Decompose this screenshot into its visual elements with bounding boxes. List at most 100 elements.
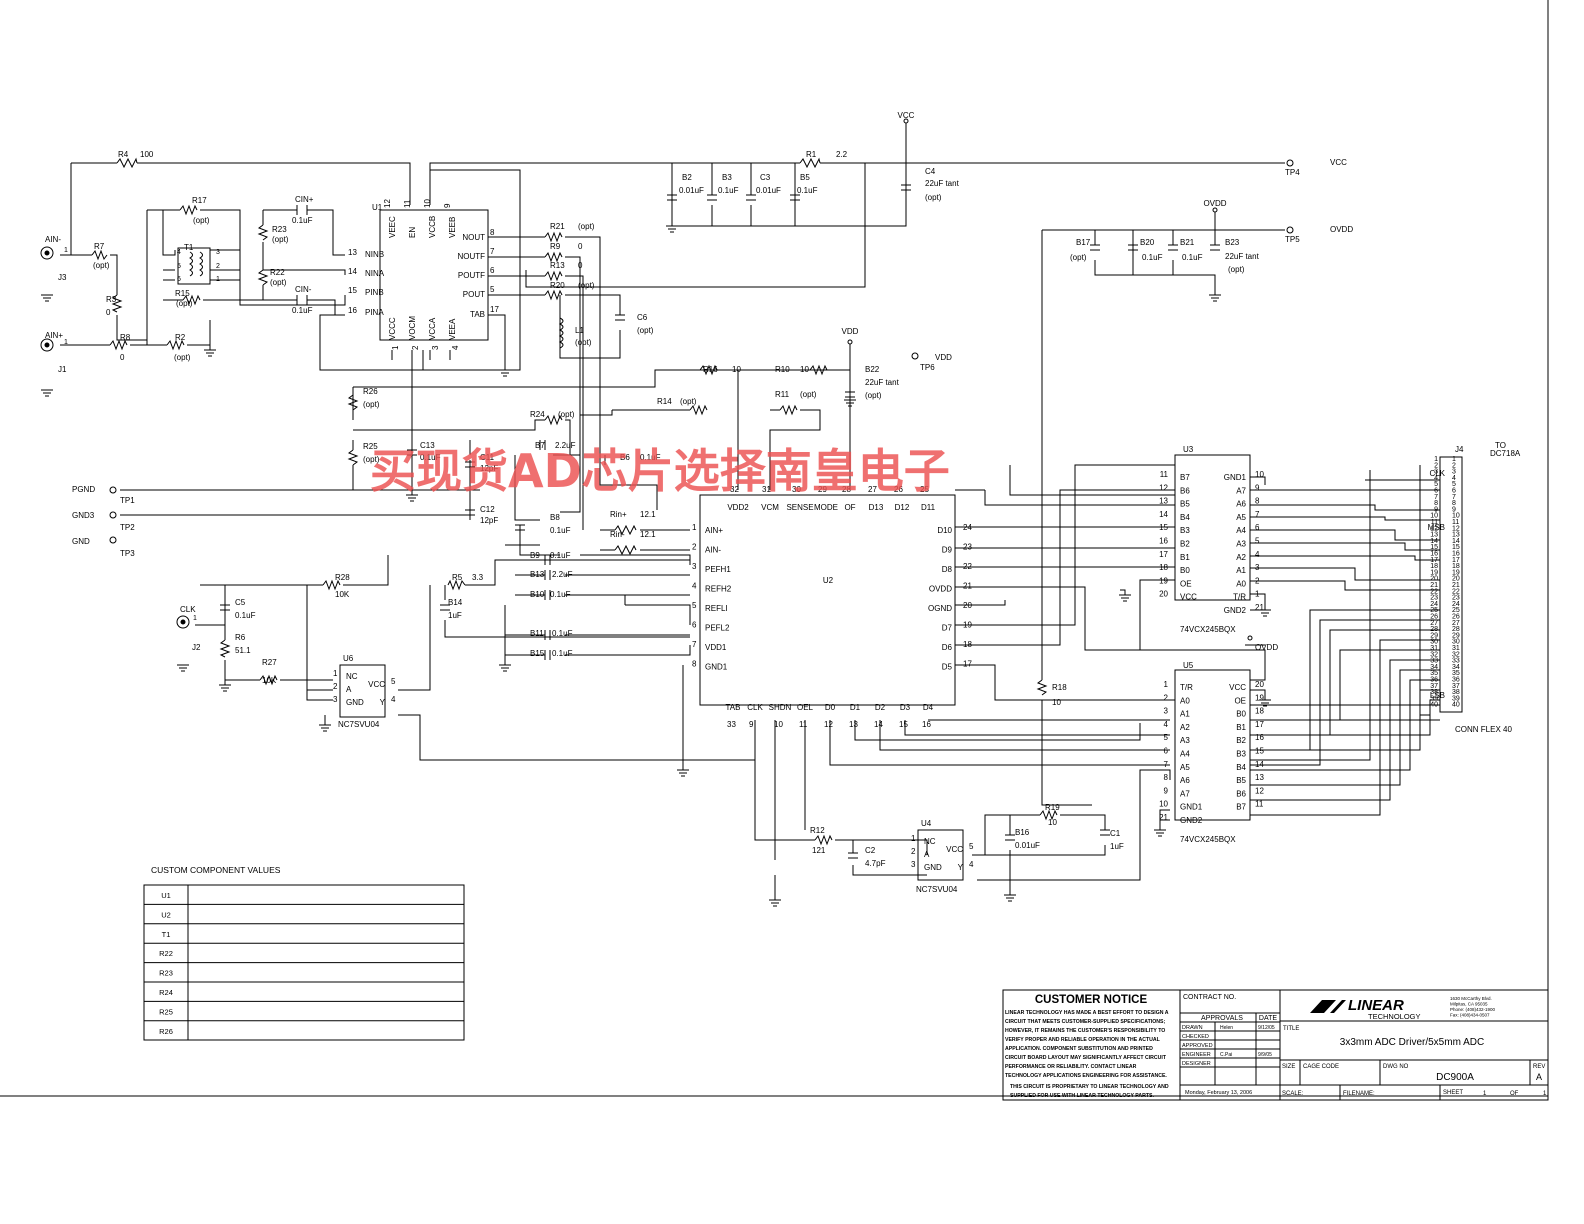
j4-pin-number: 36 bbox=[1452, 677, 1460, 684]
u5-pin-number: 4 bbox=[1164, 720, 1169, 729]
u3-pin-number: 8 bbox=[1255, 497, 1260, 506]
u2-pin-name: SHDN bbox=[769, 703, 792, 712]
component-label: B2 bbox=[682, 173, 692, 182]
u3-pin-name: A5 bbox=[1236, 513, 1246, 522]
component-label: Rin- bbox=[610, 530, 625, 539]
u5-pin-number: 1 bbox=[1164, 680, 1169, 689]
custom-table-row-label: R26 bbox=[159, 1027, 173, 1036]
component-label: 0.1uF bbox=[552, 649, 573, 658]
u5-pin-number: 15 bbox=[1255, 747, 1264, 756]
j4-pin-number: 27 bbox=[1430, 620, 1438, 627]
component-label: 0 bbox=[578, 261, 583, 270]
custom-table-title: CUSTOM COMPONENT VALUES bbox=[151, 865, 281, 875]
conn-pin-number: 1 bbox=[64, 339, 68, 346]
u2-pin-number: 4 bbox=[692, 582, 697, 591]
component-label: 22uF tant bbox=[1225, 252, 1260, 261]
j4-pin-number: 35 bbox=[1452, 670, 1460, 677]
u1-ref: U1 bbox=[372, 203, 383, 212]
j4-pin-number: 3 bbox=[1434, 469, 1438, 476]
j4-pin-number: 13 bbox=[1430, 532, 1438, 539]
u5-pin-name: T/R bbox=[1180, 683, 1193, 692]
u5-pin-number: 5 bbox=[1164, 733, 1169, 742]
rev-label: REV bbox=[1533, 1064, 1545, 1070]
component-label: B11 bbox=[530, 629, 544, 638]
custom-table-row-label: R24 bbox=[159, 988, 173, 997]
t1-pin-number: 6 bbox=[177, 276, 181, 283]
component-label: R9 bbox=[550, 242, 561, 251]
ground-icon bbox=[1154, 829, 1166, 837]
address-line: Fax: (408)434-0507 bbox=[1450, 1013, 1490, 1018]
u1-pin-number: 4 bbox=[451, 345, 460, 350]
j4-pin-number: 12 bbox=[1452, 525, 1460, 532]
gate-pin-number: 3 bbox=[911, 860, 916, 869]
rev-value: A bbox=[1536, 1072, 1542, 1082]
component-label: 0.01uF bbox=[1015, 841, 1040, 850]
u2-pin-number: 30 bbox=[792, 485, 801, 494]
u1-pin-name: VOCM bbox=[408, 316, 417, 340]
ovdd-tp5-label: OVDD bbox=[1330, 225, 1353, 234]
u2-pin-name: AIN- bbox=[705, 546, 721, 555]
u2-pin-number: 24 bbox=[963, 523, 972, 532]
u2-pin-number: 14 bbox=[874, 720, 883, 729]
u5-pin-name: A6 bbox=[1180, 776, 1190, 785]
notice-line: LINEAR TECHNOLOGY HAS MADE A BEST EFFORT… bbox=[1005, 1010, 1169, 1016]
j4-pin-number: 39 bbox=[1430, 695, 1438, 702]
drawn-date: 9/12/05 bbox=[1258, 1025, 1275, 1031]
u2-pin-number: 7 bbox=[692, 640, 697, 649]
u3-pin-name: B6 bbox=[1180, 486, 1190, 495]
notice-line: VERIFY PROPER AND RELIABLE OPERATION IN … bbox=[1005, 1037, 1161, 1043]
passive-symbols bbox=[91, 157, 1220, 859]
component-label: (opt) bbox=[363, 455, 380, 464]
j4-pin-number: 33 bbox=[1452, 658, 1460, 665]
u2-pin-name: D10 bbox=[937, 526, 952, 535]
u5-pin-number: 13 bbox=[1255, 773, 1264, 782]
component-label: (opt) bbox=[176, 299, 193, 308]
u3-pin-number: 16 bbox=[1159, 537, 1168, 546]
u2-pin-name: PEFL2 bbox=[705, 624, 730, 633]
j4-pin-number: 6 bbox=[1434, 488, 1438, 495]
u6-pins-part: NC7SVU04 bbox=[338, 720, 380, 729]
date-label: DATE bbox=[1259, 1015, 1277, 1022]
u1-pin-number: 2 bbox=[411, 345, 420, 350]
msb-label: MSB bbox=[1428, 523, 1445, 532]
component-label: 1uF bbox=[448, 611, 462, 620]
u1-pin-name: PINB bbox=[365, 288, 384, 297]
u5-pin-name: A4 bbox=[1180, 750, 1190, 759]
component-label: R26 bbox=[363, 387, 378, 396]
component-label: R12 bbox=[810, 826, 825, 835]
u5-pins: U574VCX245BQXT/R1A02A13A24A35A46A57A68A7… bbox=[1159, 661, 1264, 844]
u5-body bbox=[1174, 669, 1251, 821]
u4-pins-ref: U4 bbox=[921, 819, 932, 828]
u2-pin-number: 27 bbox=[868, 485, 877, 494]
j4-pin-number: 39 bbox=[1452, 695, 1460, 702]
u3-part: 74VCX245BQX bbox=[1180, 625, 1236, 634]
component-label: R22 bbox=[270, 268, 285, 277]
u5-pin-number: 6 bbox=[1164, 747, 1169, 756]
t1-body bbox=[177, 247, 211, 285]
drawing-title: 3x3mm ADC Driver/5x5mm ADC bbox=[1340, 1037, 1484, 1048]
u1-pin-number: 6 bbox=[490, 266, 495, 275]
ic-bodies bbox=[177, 209, 1463, 881]
component-label: (opt) bbox=[680, 397, 697, 406]
u2-pin-name: MODE bbox=[814, 503, 838, 512]
component-label: B22 bbox=[865, 365, 880, 374]
vcc-tp4-label: VCC bbox=[1330, 158, 1347, 167]
engineer-date: 9/9/05 bbox=[1258, 1052, 1272, 1058]
u1-pin-number: 9 bbox=[443, 203, 452, 208]
j4-pin-number: 1 bbox=[1452, 456, 1456, 463]
u2-pin-name: D2 bbox=[875, 703, 886, 712]
labels: VCCVCCOVDDOVDDVDDVDDOVDDTP4TP5TP6PGNDTP1… bbox=[45, 111, 1521, 868]
u1-pin-name: VCCB bbox=[428, 216, 437, 238]
j4-pin-number: 26 bbox=[1430, 614, 1438, 621]
proprietary-line: THIS CIRCUIT IS PROPRIETARY TO LINEAR TE… bbox=[1010, 1084, 1169, 1090]
u2-pin-name: REFLI bbox=[705, 604, 728, 613]
u2-pin-number: 26 bbox=[894, 485, 903, 494]
j4-pin-number: 32 bbox=[1452, 651, 1460, 658]
sheet-label: SHEET bbox=[1443, 1090, 1463, 1096]
u3-pin-name: A3 bbox=[1236, 540, 1246, 549]
component-label: 0.1uF bbox=[292, 216, 313, 225]
gate-pin-number: 5 bbox=[969, 842, 974, 851]
engineer-by: C.Pai bbox=[1220, 1052, 1232, 1058]
ground-icon bbox=[1259, 609, 1271, 617]
t1-pin-number: 1 bbox=[216, 276, 220, 283]
